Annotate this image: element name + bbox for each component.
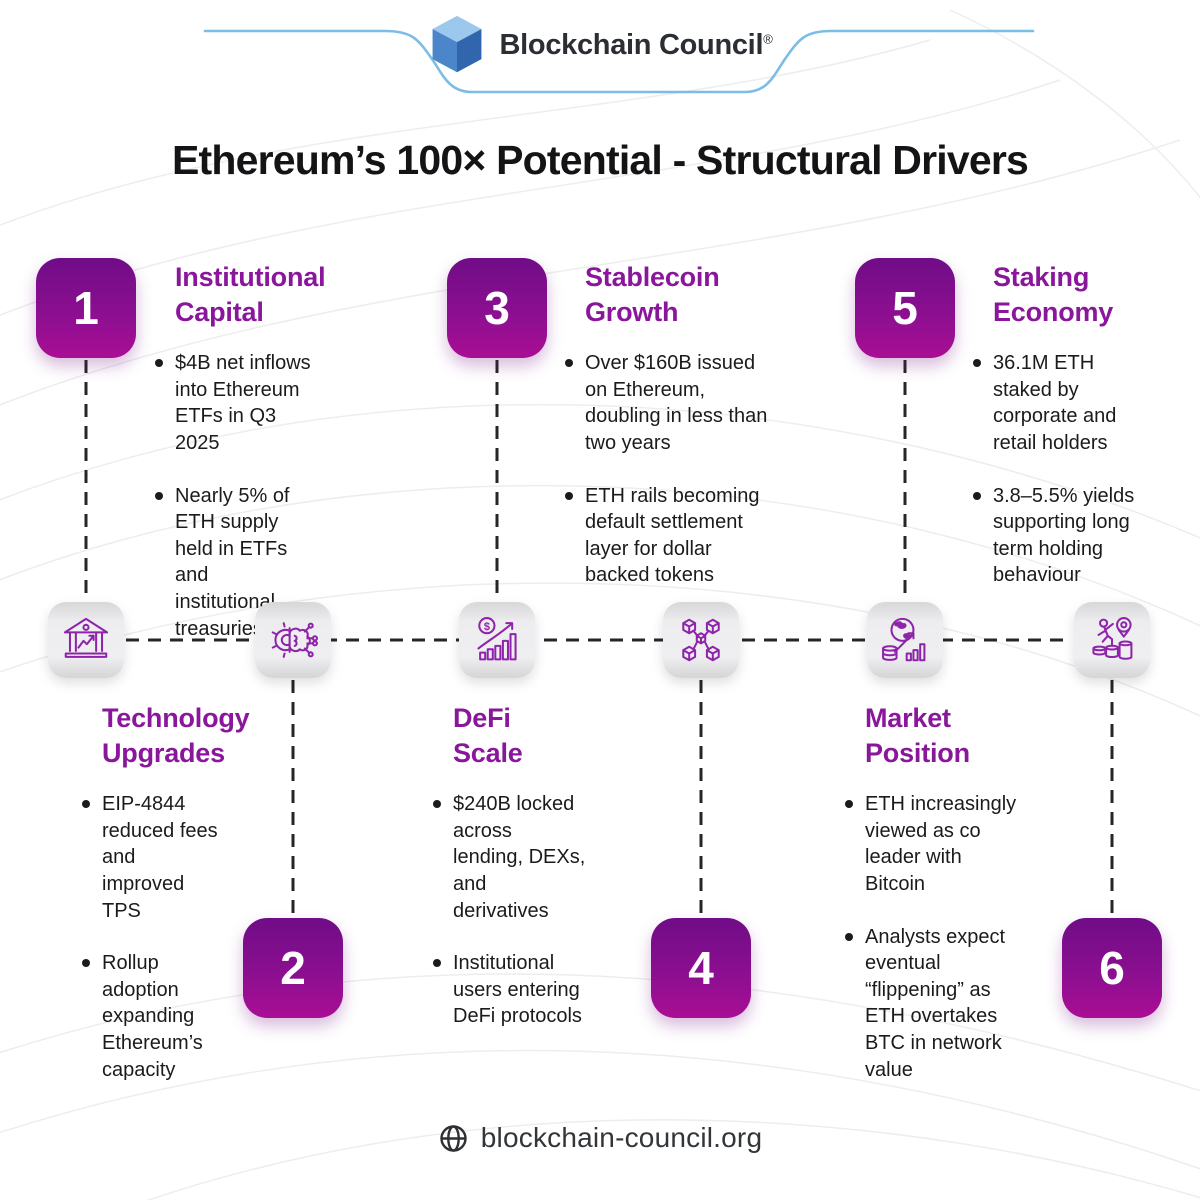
item-stablecoin-growth: Stablecoin Growth Over $160B issued on E… [563, 260, 781, 615]
coin-growth-chart-icon: $ [470, 613, 524, 667]
gear-brain-ai-icon [266, 613, 320, 667]
icon-tile-4 [663, 602, 739, 678]
item-heading: Market Position [865, 703, 970, 769]
item-heading: DeFi Scale [453, 703, 523, 769]
bullet-point: $4B net inflows into Ethereum ETFs in Q3… [153, 350, 313, 456]
step-number-3: 3 [447, 258, 547, 358]
icon-tile-6 [1074, 602, 1150, 678]
globe-icon [438, 1123, 469, 1154]
item-staking-economy: Staking Economy 36.1M ETH staked by corp… [971, 260, 1149, 615]
bullet-point: Analysts expect eventual “flippening” as… [843, 924, 1018, 1084]
bullet-point: ETH rails becoming default settlement la… [563, 483, 781, 589]
item-heading: Staking Economy [993, 262, 1114, 328]
blockchain-cube-logo-icon [428, 14, 486, 76]
step-number-5: 5 [855, 258, 955, 358]
blockchain-cubes-icon [674, 613, 728, 667]
website-url: blockchain-council.org [480, 1122, 763, 1153]
bullet-point: Over $160B issued on Ethereum, doubling … [563, 350, 781, 456]
icon-tile-3: $ [459, 602, 535, 678]
brand-logo: Blockchain Council® [0, 14, 1200, 76]
step-number-6: 6 [1062, 918, 1162, 1018]
step-number-4: 4 [651, 918, 751, 1018]
bullet-point: 3.8–5.5% yields supporting long term hol… [971, 483, 1149, 589]
header-banner-curve [203, 29, 1035, 94]
bullet-point: Nearly 5% of ETH supply held in ETFs and… [153, 483, 313, 643]
bullet-point: 36.1M ETH staked by corporate and retail… [971, 350, 1149, 456]
item-defi-scale: DeFi Scale $240B locked across lending, … [431, 701, 586, 1056]
item-heading: Stablecoin Growth [585, 262, 720, 328]
registered-mark: ® [763, 30, 773, 46]
bullet-point: Institutional users entering DeFi protoc… [431, 950, 586, 1030]
item-heading: Technology Upgrades [102, 703, 250, 769]
person-coins-growth-icon [1085, 613, 1139, 667]
bullet-point: Rollup adoption expanding Ethereum’s cap… [80, 950, 220, 1083]
page-title: Ethereum’s 100× Potential - Structural D… [171, 137, 1029, 183]
footer: blockchain-council.org [0, 1122, 1200, 1154]
item-technology-upgrades: Technology Upgrades EIP-4844 reduced fee… [80, 701, 250, 1109]
bullet-point: $240B locked across lending, DEXs, and d… [431, 791, 586, 924]
step-number-2: 2 [243, 918, 343, 1018]
icon-tile-1 [48, 602, 124, 678]
step-number-1: 1 [36, 258, 136, 358]
globe-coins-chart-icon [878, 613, 932, 667]
bullet-point: EIP-4844 reduced fees and improved TPS [80, 791, 220, 924]
item-institutional-capital: Institutional Capital $4B net inflows in… [153, 260, 326, 668]
icon-tile-5 [867, 602, 943, 678]
bank-chart-icon [59, 613, 113, 667]
brand-name: Blockchain Council® [499, 28, 773, 61]
svg-text:$: $ [484, 621, 490, 633]
bullet-point: ETH increasingly viewed as co leader wit… [843, 791, 1018, 897]
item-market-position: Market Position ETH increasingly viewed … [843, 701, 1018, 1109]
icon-tile-2 [255, 602, 331, 678]
item-heading: Institutional Capital [175, 262, 326, 328]
